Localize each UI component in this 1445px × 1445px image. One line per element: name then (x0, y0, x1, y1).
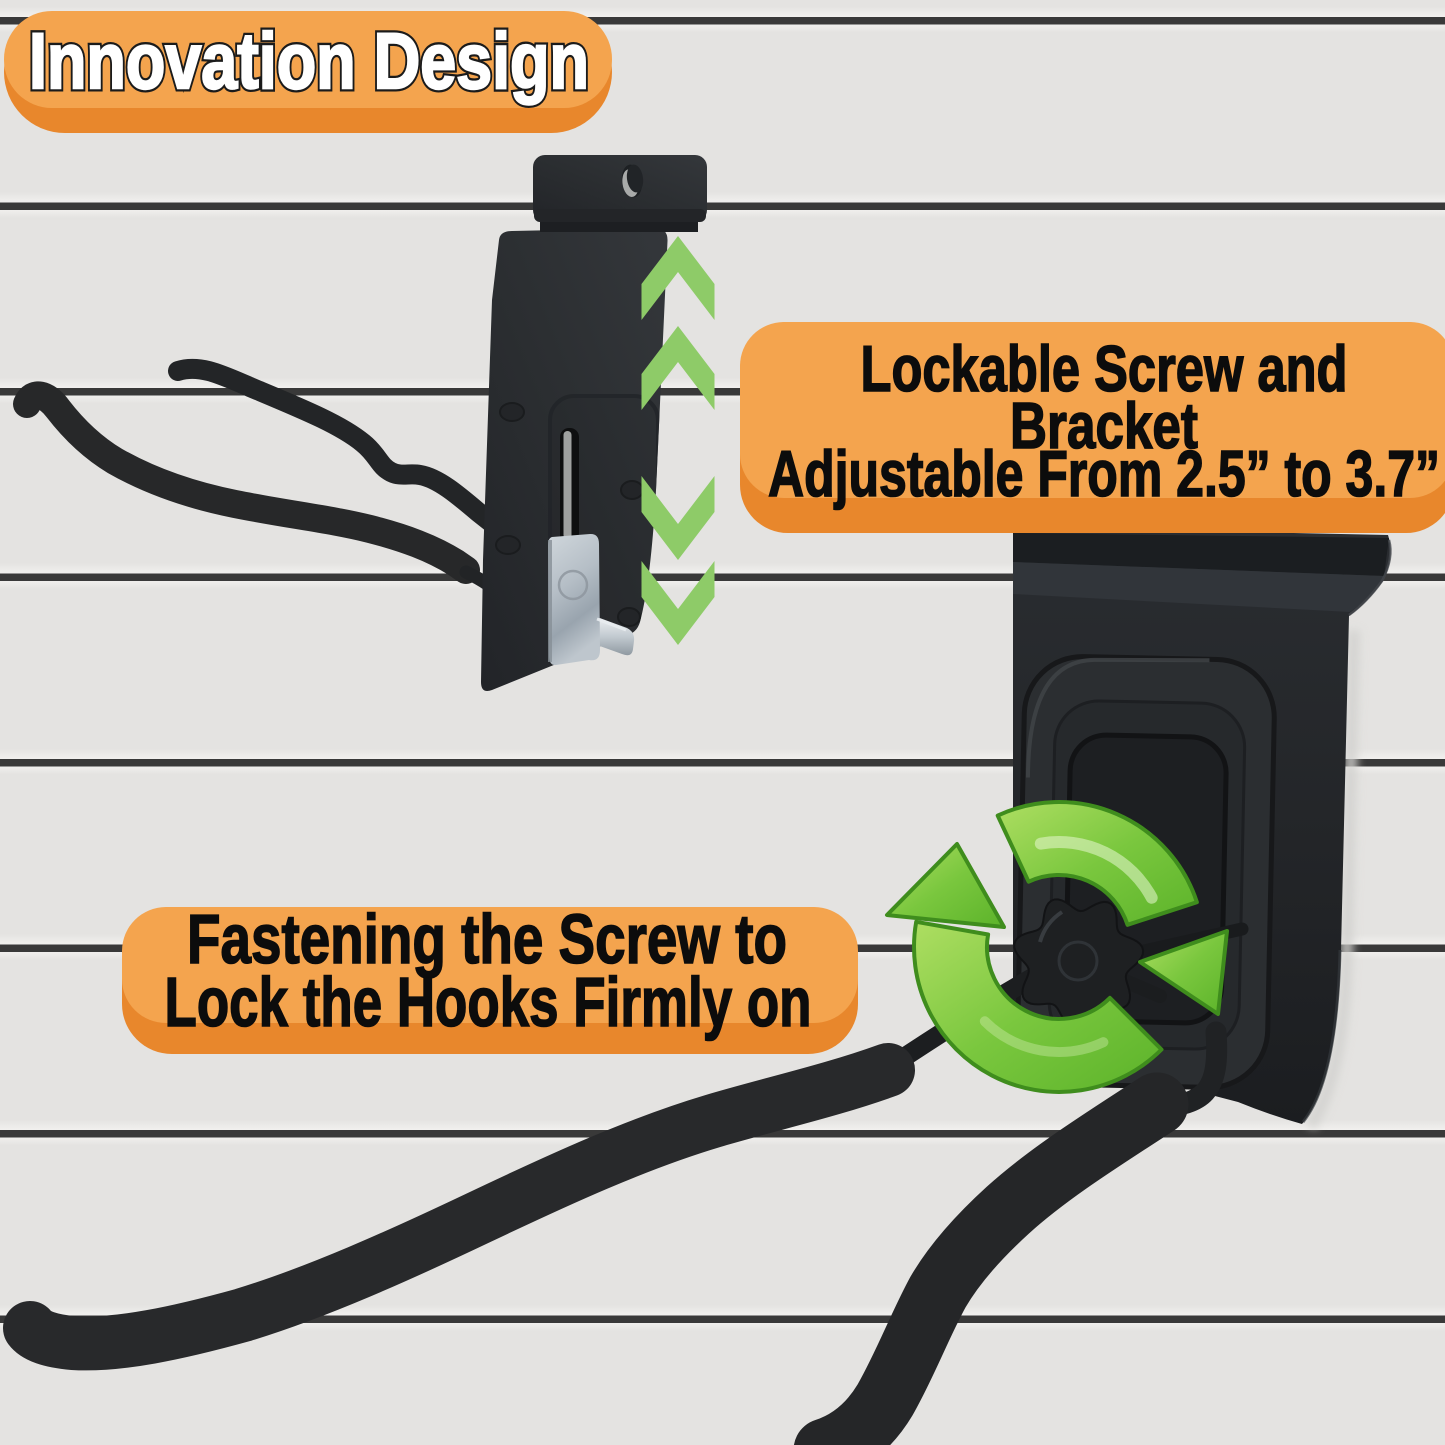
svg-text:Innovation Design: Innovation Design (29, 16, 589, 105)
svg-text:Bracket: Bracket (1010, 389, 1198, 462)
svg-text:Fastening the Screw to: Fastening the Screw to (187, 900, 787, 978)
svg-text:Lock the Hooks Firmly on: Lock the Hooks Firmly on (165, 963, 812, 1041)
svg-text:Adjustable From 2.5” to 3.7”: Adjustable From 2.5” to 3.7” (768, 437, 1440, 510)
svg-text:Lockable Screw and: Lockable Screw and (861, 332, 1348, 405)
svg-text:Innovation Design: Innovation Design (29, 16, 589, 105)
